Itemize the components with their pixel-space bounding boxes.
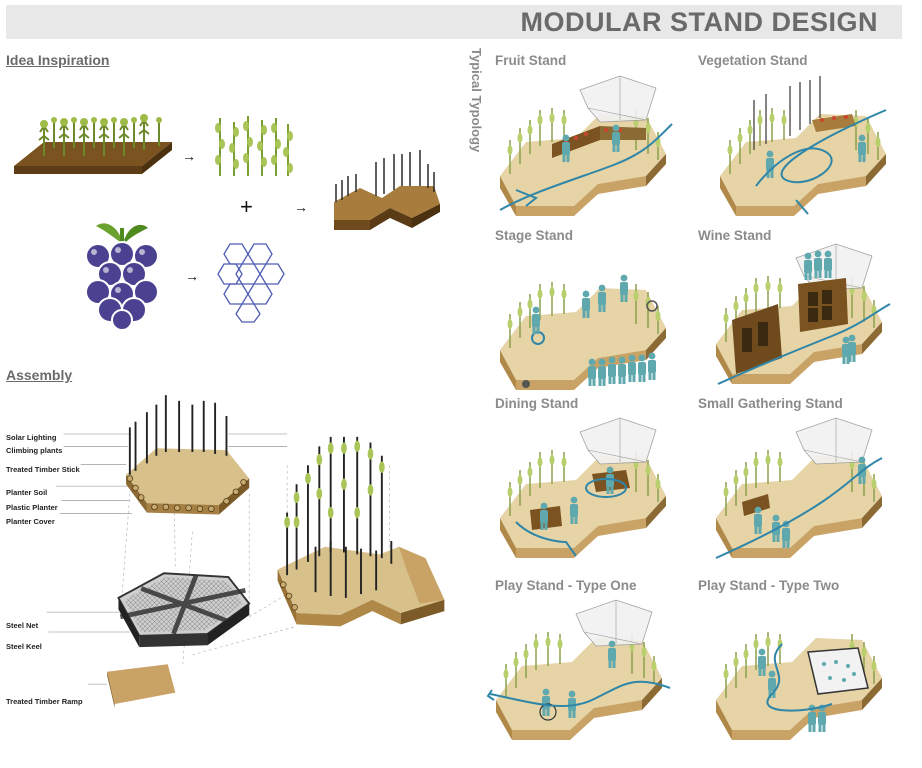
wine-stand-illustration: [715, 243, 891, 385]
plus-sign: +: [240, 194, 253, 219]
label-timber-stick: Treated Timber Stick: [6, 465, 80, 474]
assembly-exploded-diagram: [46, 395, 445, 708]
assembly-heading: Assembly: [6, 367, 73, 383]
page-title: MODULAR STAND DESIGN: [520, 7, 878, 37]
wine-stand-label: Wine Stand: [698, 228, 772, 243]
label-timber-ramp: Treated Timber Ramp: [6, 697, 83, 706]
dining-stand-illustration: [499, 417, 667, 559]
vegetation-stand-label: Vegetation Stand: [698, 53, 808, 68]
vineyard-illustration: [14, 114, 172, 174]
label-steel-keel: Steel Keel: [6, 642, 42, 651]
vegetation-stand-illustration: [719, 76, 887, 217]
play-stand-one-label: Play Stand - Type One: [495, 578, 637, 593]
label-planter-cover: Planter Cover: [6, 517, 55, 526]
label-plastic-planter: Plastic Planter: [6, 503, 58, 512]
idea-inspiration-heading: Idea Inspiration: [6, 52, 110, 68]
play-stand-two-label: Play Stand - Type Two: [698, 578, 840, 593]
stage-stand-illustration: [499, 274, 667, 391]
hexagon-grid-icon: [217, 243, 285, 323]
arrow-3: →: [185, 268, 199, 284]
label-solar-lighting: Solar Lighting: [6, 433, 57, 442]
climbing-plants-illustration: [215, 116, 293, 176]
stage-stand-label: Stage Stand: [495, 228, 574, 243]
arrow-2: →: [294, 199, 308, 215]
grape-icon: [85, 223, 159, 331]
fruit-stand-illustration: [499, 75, 673, 217]
title-bar: MODULAR STAND DESIGN: [6, 5, 902, 39]
small-gathering-stand-label: Small Gathering Stand: [698, 396, 843, 411]
label-planter-soil: Planter Soil: [6, 488, 48, 497]
label-steel-net: Steel Net: [6, 621, 39, 630]
arrow-1: →: [182, 148, 196, 164]
play-stand-two-illustration: [715, 631, 883, 741]
typical-typology-label: Typical Typology: [469, 48, 484, 153]
label-climbing-plants: Climbing plants: [6, 446, 63, 455]
modular-stand-concept: [334, 150, 440, 230]
dining-stand-label: Dining Stand: [495, 396, 579, 411]
fruit-stand-label: Fruit Stand: [495, 53, 567, 68]
small-gathering-stand-illustration: [715, 417, 883, 559]
play-stand-one-illustration: [486, 599, 671, 741]
